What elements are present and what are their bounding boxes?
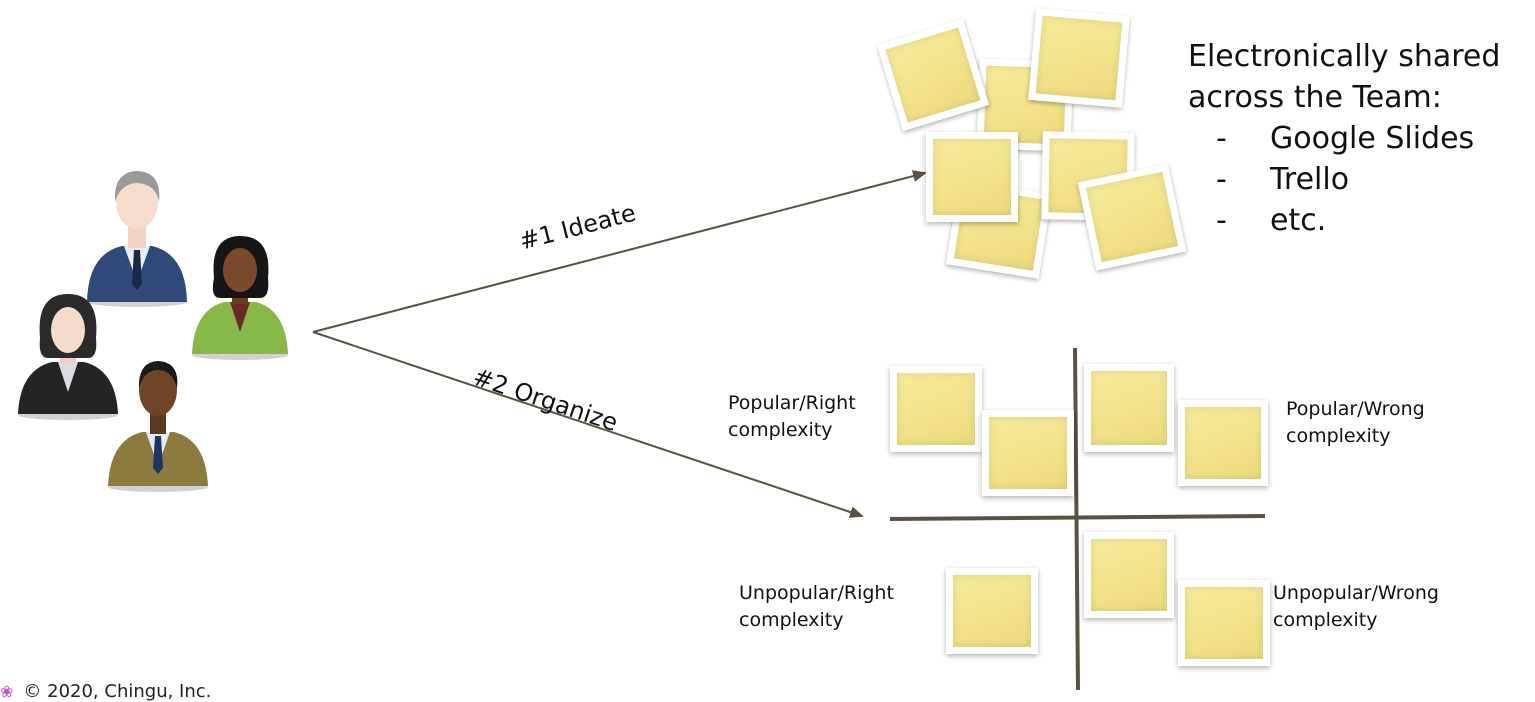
tool-google-slides: Google Slides (1270, 121, 1475, 156)
quadrant-label-line: complexity (1286, 425, 1391, 447)
copyright-text: © 2020, Chingu, Inc. (23, 681, 212, 702)
organize-arrow (312, 331, 864, 518)
sticky-note (926, 132, 1018, 222)
quadrant-label-line: Unpopular/Wrong (1273, 582, 1439, 604)
woman-green-jacket-icon (190, 232, 290, 364)
quadrant-label-line: complexity (1273, 609, 1378, 631)
horizontal-axis (889, 514, 1266, 521)
sticky-note (1084, 532, 1174, 618)
quadrant-label-line: complexity (739, 609, 844, 631)
sticky-note (982, 410, 1074, 496)
list-item: - etc. (1188, 200, 1500, 241)
bullet-dash: - (1216, 203, 1227, 238)
sticky-note (890, 366, 982, 452)
bullet-dash: - (1216, 121, 1227, 156)
footer: ❀ © 2020, Chingu, Inc. (0, 681, 211, 702)
quadrant-label-line: Unpopular/Right (739, 582, 894, 604)
woman-dark-suit-icon (16, 288, 120, 424)
quadrant-label-bottom-left: Unpopular/Right complexity (739, 580, 894, 634)
quadrant-label-top-right: Popular/Wrong complexity (1286, 396, 1425, 450)
chingu-logo-icon: ❀ (0, 682, 14, 701)
quadrant-label-line: Popular/Right (728, 392, 856, 414)
quadrant-label-bottom-right: Unpopular/Wrong complexity (1273, 580, 1439, 634)
tool-trello: Trello (1270, 162, 1350, 197)
sticky-note (946, 568, 1038, 654)
list-item: - Google Slides (1188, 118, 1500, 159)
sticky-note (1178, 400, 1268, 486)
man-olive-jacket-icon (106, 352, 210, 496)
quadrant-label-line: Popular/Wrong (1286, 398, 1425, 420)
man-gray-hair-icon (82, 162, 192, 311)
quadrant-label-line: complexity (728, 419, 833, 441)
sticky-note (1084, 364, 1174, 452)
sticky-note (1178, 580, 1270, 666)
quadrant-label-top-left: Popular/Right complexity (728, 390, 856, 444)
list-item: - Trello (1188, 159, 1500, 200)
ideate-arrow (312, 170, 927, 333)
tool-etc: etc. (1270, 203, 1327, 238)
shared-heading-line1: Electronically shared (1188, 39, 1501, 74)
bullet-dash: - (1216, 162, 1227, 197)
shared-tools-text: Electronically shared across the Team: -… (1188, 36, 1500, 241)
shared-heading-line2: across the Team: (1188, 80, 1442, 115)
